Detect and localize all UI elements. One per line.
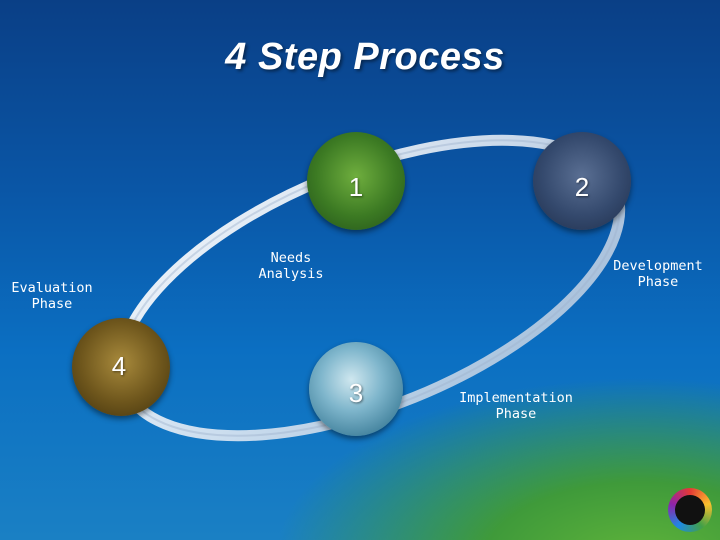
- page-title: 4 Step Process: [225, 36, 505, 78]
- step-4-circle: 4: [72, 318, 170, 416]
- step-4-number: 4: [111, 350, 127, 381]
- step-4-label: Evaluation Phase: [11, 280, 93, 312]
- step-3-number: 3: [348, 377, 364, 408]
- step-1-circle: 1: [307, 132, 405, 230]
- brand-logo-text: [675, 495, 705, 525]
- brand-logo: [668, 488, 712, 532]
- step-2-circle: 2: [533, 132, 631, 230]
- step-1-number: 1: [348, 171, 364, 202]
- step-2-label: Development Phase: [613, 258, 703, 290]
- step-2-number: 2: [574, 171, 590, 202]
- step-3-circle: 3: [309, 342, 403, 436]
- step-3-label: Implementation Phase: [459, 390, 573, 422]
- step-1-label: Needs Analysis: [258, 250, 324, 282]
